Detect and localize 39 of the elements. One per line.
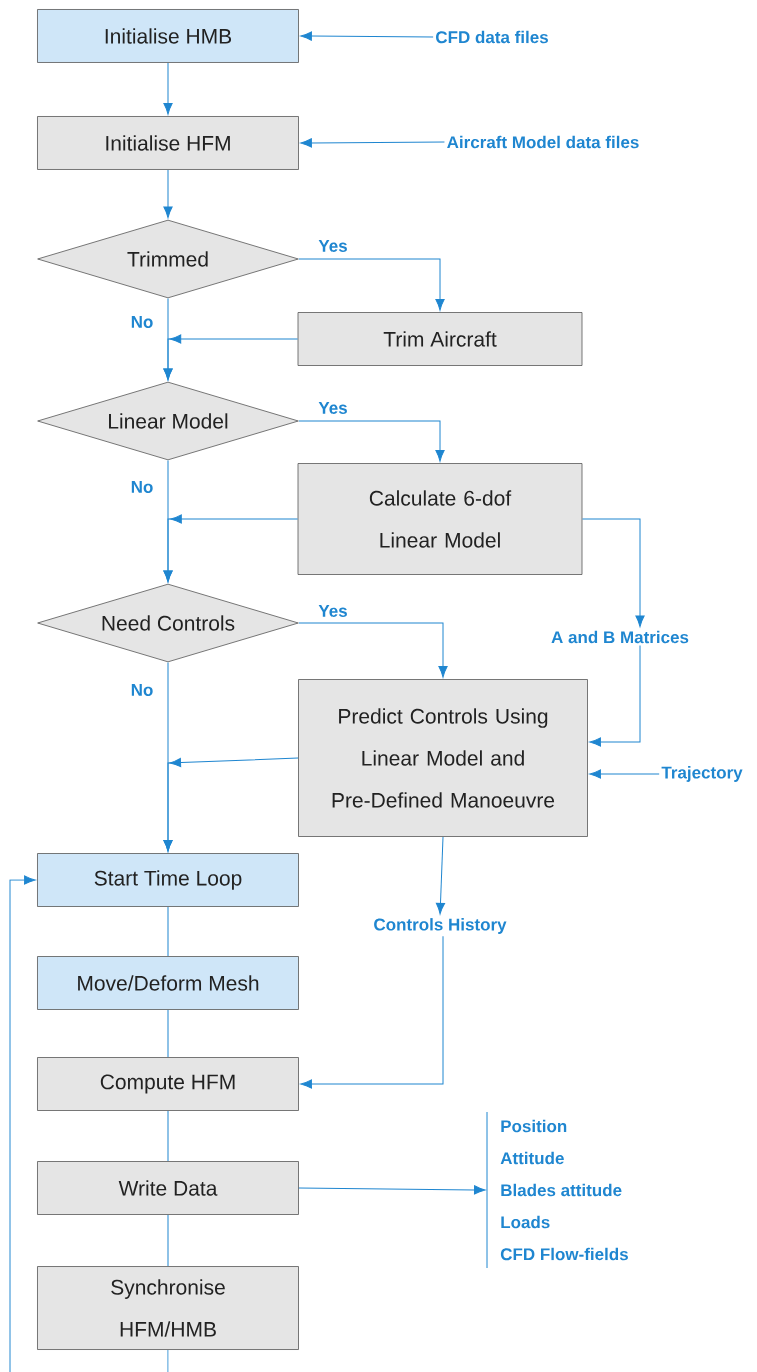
output-list: Position Attitude Blades attitude Loads CFD Flow-fields (500, 1119, 628, 1261)
process-box: Initialise HMB (37, 9, 299, 63)
edge-label: No (129, 315, 155, 329)
arrow (163, 334, 299, 381)
arrow (298, 258, 445, 311)
process-box: Compute HFM (37, 1057, 299, 1111)
edge-label: Yes (317, 604, 349, 618)
process-box: Synchronise HFM/HMB (37, 1266, 299, 1350)
arrow (163, 757, 299, 852)
arrow (300, 138, 445, 148)
arrow (163, 514, 299, 583)
arrow (589, 644, 641, 747)
process-box: Write Data (37, 1161, 299, 1215)
arrow (298, 1185, 486, 1195)
arrow (589, 769, 660, 779)
arrow (300, 31, 434, 41)
data-label: Trajectory (661, 766, 743, 782)
arrow (298, 420, 445, 462)
process-box: Start Time Loop (37, 853, 299, 907)
edge-label: Yes (317, 239, 349, 253)
edge-label: No (129, 683, 155, 697)
arrow (435, 836, 446, 915)
arrow (300, 935, 444, 1089)
arrow (298, 622, 448, 678)
data-label: Aircraft Model data files (447, 135, 639, 149)
process-box: Move/Deform Mesh (37, 956, 299, 1010)
data-label: Controls History (374, 918, 507, 934)
data-label: CFD data files (436, 30, 548, 44)
process-box: Trim Aircraft (297, 312, 583, 366)
process-box: Initialise HFM (37, 116, 299, 170)
arrow (9, 875, 169, 1372)
arrow (163, 169, 173, 219)
data-label: A and B Matrices (551, 630, 689, 644)
arrow (581, 518, 645, 628)
edge-label: Yes (317, 401, 349, 415)
edge-label: No (129, 480, 155, 494)
process-box: Calculate 6-dof Linear Model (297, 463, 583, 575)
arrow (163, 62, 173, 115)
process-box: Predict Controls Using Linear Model and Pre-Defined Manoeuvre (298, 679, 588, 837)
